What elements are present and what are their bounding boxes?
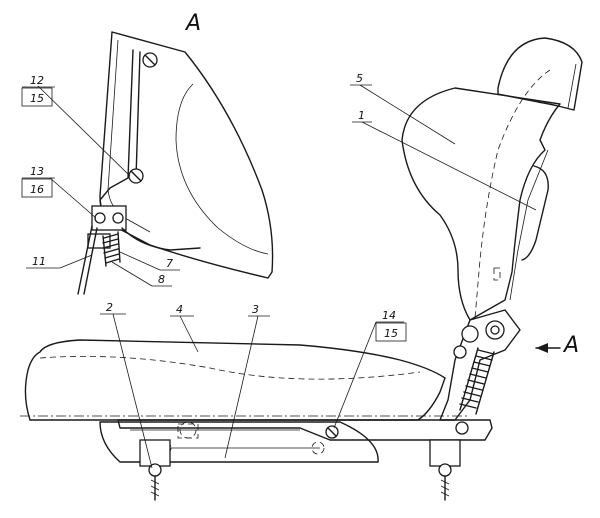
- hinge-pivot: [461, 325, 479, 343]
- callout-13: 13: [30, 165, 44, 178]
- detail-bolt-middle-slot: [130, 170, 142, 182]
- leader-7: [119, 251, 161, 271]
- backrest-hidden-contour: [474, 69, 551, 319]
- leader-2: [112, 313, 153, 469]
- spring-anchor: [455, 421, 469, 435]
- mounting-foot-left: [139, 439, 171, 501]
- leader-3: [224, 315, 259, 459]
- leader-13: [49, 177, 97, 219]
- view-arrow: [535, 343, 561, 353]
- leader-14: [333, 321, 377, 429]
- detail-spring: [102, 231, 121, 267]
- backrest-side-panel: [521, 165, 549, 261]
- slide-rail: [117, 419, 493, 441]
- leader-11: [59, 254, 93, 269]
- backrest-side-frame: [509, 149, 549, 301]
- detail-cushion-contour: [175, 83, 269, 255]
- leader-5: [359, 84, 456, 145]
- mounting-foot-right: [429, 439, 461, 501]
- detail-backrest-outline: [99, 31, 274, 279]
- callout-11: 11: [32, 255, 46, 268]
- rail-latch-bolt-slot: [327, 427, 337, 437]
- detail-view-a: [77, 31, 274, 295]
- view-arrow-label: A: [562, 333, 579, 358]
- callout-box-15-main: [375, 322, 407, 342]
- detail-bracket-bolt-right: [112, 212, 124, 224]
- detail-rod-edge: [83, 227, 98, 295]
- seat-pan: [99, 421, 379, 463]
- leader-lines: [22, 84, 537, 469]
- hinge-bolt-center: [490, 325, 500, 335]
- rail-hidden-fasteners: [158, 421, 325, 455]
- leader-8: [111, 261, 153, 287]
- detail-hinge-plate-edge: [135, 51, 141, 179]
- detail-view-label: A: [184, 11, 201, 36]
- callout-14: 14: [382, 309, 396, 322]
- callout-3: 3: [252, 303, 259, 316]
- seat-cushion-hidden-contour: [39, 355, 421, 380]
- callout-2: 2: [106, 301, 113, 314]
- hinge-lower-bolt: [453, 345, 467, 359]
- callout-box-16: [21, 178, 53, 198]
- callout-8: 8: [158, 273, 165, 286]
- headrest-edge: [567, 63, 577, 109]
- detail-hinge-plate: [99, 49, 134, 216]
- callout-15-main: 15: [384, 327, 398, 340]
- backrest-pivot-hidden: [493, 267, 501, 281]
- leader-12: [37, 85, 131, 177]
- detail-nut-block: [87, 233, 111, 249]
- callout-5: 5: [356, 72, 363, 85]
- callout-1: 1: [358, 109, 365, 122]
- detail-lever: [121, 227, 201, 251]
- backrest-outline: [401, 87, 561, 321]
- callout-box-15-detail: [21, 87, 53, 107]
- detail-bolt-top-slot: [144, 54, 156, 66]
- callout-16: 16: [30, 183, 44, 196]
- seat-cushion-outline: [24, 339, 446, 421]
- leader-1: [361, 121, 537, 211]
- callout-12: 12: [30, 74, 44, 87]
- recline-bracket: [439, 309, 521, 421]
- callout-4: 4: [176, 303, 183, 316]
- headrest: [497, 37, 583, 111]
- callout-7: 7: [166, 257, 173, 270]
- leader-4: [179, 315, 199, 353]
- recline-spring: [459, 347, 495, 415]
- detail-bracket-bolt-left: [94, 212, 106, 224]
- callout-15-detail: 15: [30, 92, 44, 105]
- main-seat: [20, 37, 583, 501]
- detail-rod: [77, 225, 93, 295]
